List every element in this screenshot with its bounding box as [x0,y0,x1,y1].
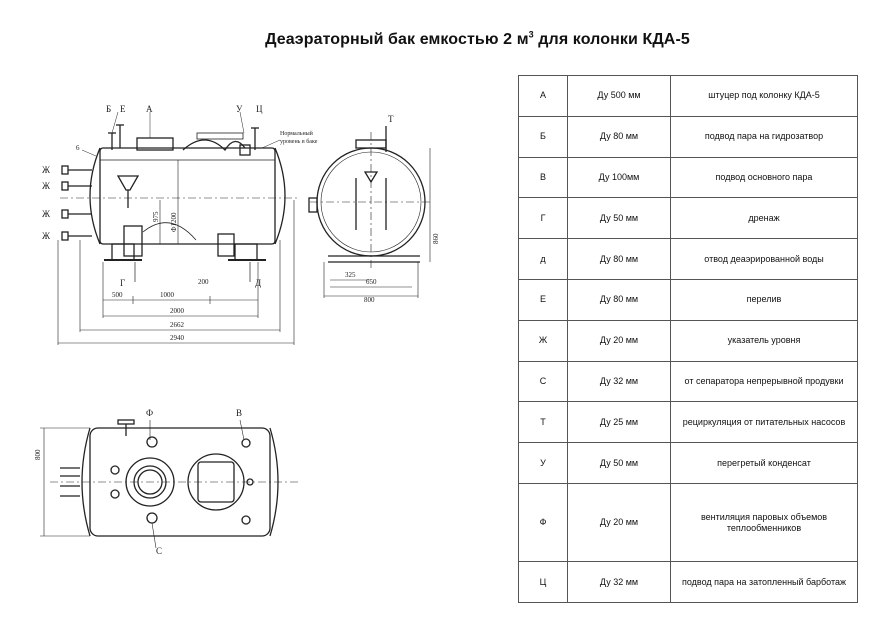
dim-1000: 1000 [160,291,175,299]
label-zh-4: Ж [42,231,51,241]
nominal-diameter-cell: Ду 50 мм [567,197,671,240]
dim-800-plan: 800 [34,449,42,460]
title-superscript: 3 [528,30,534,40]
nominal-diameter-cell: Ду 32 мм [567,561,671,603]
dim-200: 200 [198,278,209,286]
label-f: Ф [146,408,153,418]
dim-325: 325 [345,271,356,279]
dim-2000: 2000 [170,307,185,315]
label-b: Б [106,104,111,114]
label-v: В [236,408,242,418]
description-cell: рециркуляция от питательных насосов [670,401,858,444]
dim-2940: 2940 [170,334,185,342]
description-cell: отвод деаэрированной воды [670,238,858,280]
description-cell: перегретый конденсат [670,442,858,484]
page-title: Деаэраторный бак емкостью 2 м3 для колон… [0,30,875,49]
nominal-diameter-cell: Ду 32 мм [567,360,671,403]
description-cell: указатель уровня [670,319,858,362]
description-cell: от сепаратора непрерывной продувки [670,360,858,403]
description-cell: вентиляция паровых объемов теплообменник… [670,482,858,563]
nozzle-code-cell: Ж [518,319,568,362]
description-cell: подвод пара на затопленный барботаж [670,561,858,603]
nominal-diameter-cell: Ду 80 мм [567,238,671,280]
label-g: Г [120,278,125,288]
nozzle-code-cell: У [518,442,568,484]
label-zh-1: Ж [42,165,51,175]
label-zh-3: Ж [42,209,51,219]
nozzle-code-cell: А [518,75,568,117]
nominal-diameter-cell: Ду 20 мм [567,319,671,362]
label-u: У [236,104,243,114]
label-t: Т [388,114,394,124]
dim-500: 500 [112,291,123,299]
nozzle-code-cell: Ц [518,561,568,603]
label-s: С [156,546,162,556]
level-note-line2: уровень в баке [280,138,318,145]
level-note-line1: Нормальный [280,130,314,137]
dim-diameter-1200: Ф1200 [170,212,178,232]
description-cell: дренаж [670,197,858,240]
nominal-diameter-cell: Ду 50 мм [567,442,671,484]
nozzle-code-cell: С [518,360,568,403]
nozzle-code-cell: Г [518,197,568,240]
nozzle-code-cell: Б [518,115,568,158]
side-view [308,126,432,298]
description-cell: штуцер под колонку КДА-5 [670,75,858,117]
part-number: 6 [76,144,80,152]
label-zh-2: Ж [42,181,51,191]
nozzle-code-cell: В [518,156,568,199]
nozzle-code-cell: Т [518,401,568,444]
nominal-diameter-cell: Ду 500 мм [567,75,671,117]
nominal-diameter-cell: Ду 80 мм [567,115,671,158]
plan-view [40,419,300,549]
nominal-diameter-cell: Ду 80 мм [567,278,671,321]
label-a: А [146,104,153,114]
description-cell: перелив [670,278,858,321]
label-e: Е [120,104,126,114]
dim-2662: 2662 [170,321,185,329]
nominal-diameter-cell: Ду 25 мм [567,401,671,444]
description-cell: подвод основного пара [670,156,858,199]
label-ts: Ц [256,104,263,114]
nominal-diameter-cell: Ду 20 мм [567,482,671,563]
label-d: Д [255,278,261,288]
nozzle-code-cell: д [518,238,568,280]
dim-860: 860 [432,233,440,244]
dim-975: 975 [152,211,160,222]
dim-650: 650 [366,278,377,286]
dim-800-side: 800 [364,296,375,304]
nozzle-code-cell: Ф [518,482,568,563]
nozzle-code-cell: Е [518,278,568,321]
front-view [57,111,300,345]
description-cell: подвод пара на гидрозатвор [670,115,858,158]
title-main: Деаэраторный бак емкостью 2 м [265,31,529,49]
nominal-diameter-cell: Ду 100мм [567,156,671,199]
title-rest: для колонки КДА-5 [533,31,690,49]
